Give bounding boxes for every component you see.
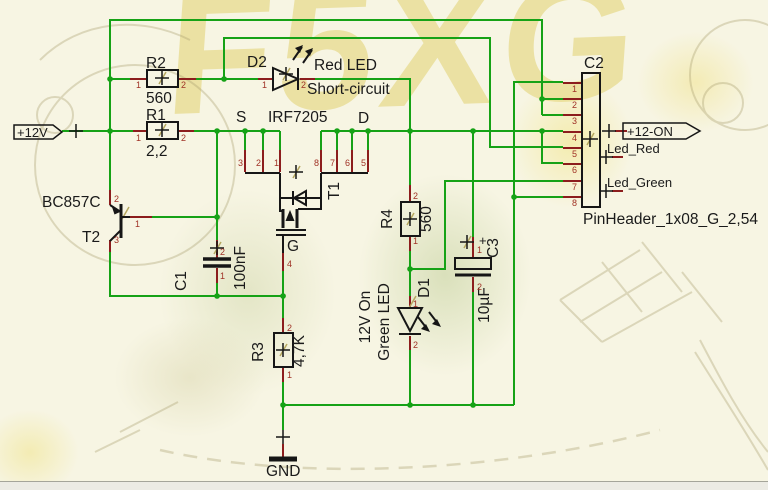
c1-pin-1: 1 bbox=[220, 271, 225, 281]
c2-pin-6: 6 bbox=[572, 165, 577, 175]
net-label-led-red[interactable]: Led_Red bbox=[599, 141, 660, 164]
power-flag-12v[interactable]: +12V bbox=[13, 124, 83, 140]
c2-pin-4: 4 bbox=[572, 133, 577, 143]
r2-name: R2 bbox=[146, 55, 166, 72]
t1-pin-6: 6 bbox=[345, 158, 350, 168]
gnd-label: GND bbox=[266, 463, 300, 480]
resistor-r2[interactable]: R2 560 1 2 bbox=[136, 55, 186, 107]
transistor-t2[interactable]: BC857C T2 2 1 3 bbox=[42, 194, 140, 246]
c2-pin-7: 7 bbox=[572, 182, 577, 192]
t2-pin-emitter: 2 bbox=[114, 194, 119, 204]
d1-pin-1: 1 bbox=[413, 299, 418, 309]
r2-pin-1: 1 bbox=[136, 80, 141, 90]
c2-pin-2: 2 bbox=[572, 100, 577, 110]
t2-pin-base: 1 bbox=[135, 219, 140, 229]
capacitor-c3[interactable]: + C3 10µF 1 2 bbox=[454, 233, 502, 323]
r1-pin-2: 2 bbox=[181, 133, 186, 143]
c3-pin-2: 2 bbox=[477, 282, 482, 292]
led-green-label: Led_Green bbox=[607, 175, 672, 190]
c3-pin-1: 1 bbox=[477, 245, 482, 255]
d2-desc-1: Red LED bbox=[314, 57, 377, 74]
r2-pin-2: 2 bbox=[181, 80, 186, 90]
c2-pin-3: 3 bbox=[572, 116, 577, 126]
t1-gate-label: G bbox=[287, 238, 299, 255]
d2-pin-1: 1 bbox=[262, 80, 267, 90]
net-12on-label: +12-ON bbox=[627, 124, 673, 139]
resistor-r3[interactable]: R3 4,7K 2 1 bbox=[250, 323, 308, 380]
r3-name: R3 bbox=[250, 342, 267, 362]
junction-dots bbox=[107, 76, 545, 408]
t1-drain-label: D bbox=[358, 110, 369, 127]
led-d2[interactable]: D2 Red LED Short-circuit 1 2 bbox=[247, 45, 390, 98]
t1-pin-8: 8 bbox=[314, 158, 319, 168]
d2-desc-2: Short-circuit bbox=[307, 81, 390, 98]
t1-part: IRF7205 bbox=[268, 109, 327, 126]
d1-desc-1: 12V On bbox=[357, 291, 374, 344]
t1-source-label: S bbox=[236, 109, 246, 126]
t1-pin-7: 7 bbox=[330, 158, 335, 168]
mosfet-t1[interactable]: S IRF7205 D G T1 3 2 1 8 7 6 5 4 bbox=[236, 109, 369, 269]
c1-name: C1 bbox=[173, 271, 190, 291]
t2-pin-collector: 3 bbox=[114, 235, 119, 245]
c1-value: 100nF bbox=[232, 246, 249, 290]
led-red-label: Led_Red bbox=[607, 141, 660, 156]
d1-name: D1 bbox=[416, 278, 433, 298]
power-flag-label: +12V bbox=[17, 125, 48, 140]
resistor-r1[interactable]: R1 2,2 1 2 bbox=[136, 107, 186, 160]
c3-value: 10µF bbox=[476, 287, 493, 323]
c2-name: C2 bbox=[584, 55, 604, 72]
r1-value: 2,2 bbox=[146, 143, 168, 160]
r4-name: R4 bbox=[379, 209, 396, 229]
c2-pin-8: 8 bbox=[572, 198, 577, 208]
c1-pin-2: 2 bbox=[220, 247, 225, 257]
led-d1[interactable]: D1 12V On Green LED 1 2 bbox=[357, 278, 441, 361]
window-bottom-edge bbox=[0, 481, 768, 490]
t2-part: BC857C bbox=[42, 194, 101, 211]
gnd-symbol[interactable]: GND bbox=[266, 430, 300, 480]
connector-c2[interactable]: C2 PinHeader_1x08_G_2,54 1 2 3 4 5 6 7 8 bbox=[572, 55, 758, 228]
t1-pin-2: 2 bbox=[256, 158, 261, 168]
d2-pin-2: 2 bbox=[301, 80, 306, 90]
r1-pin-1: 1 bbox=[136, 133, 141, 143]
r1-name: R1 bbox=[146, 107, 166, 124]
resistor-r4[interactable]: R4 560 2 1 bbox=[379, 191, 435, 246]
r4-value: 560 bbox=[418, 206, 435, 232]
t1-pin-3: 3 bbox=[238, 158, 243, 168]
r3-value: 4,7K bbox=[291, 334, 308, 367]
net-label-led-green[interactable]: Led_Green bbox=[599, 175, 672, 198]
t1-pin-5: 5 bbox=[361, 158, 366, 168]
r4-pin-2: 2 bbox=[413, 191, 418, 201]
d1-desc-2: Green LED bbox=[376, 283, 393, 361]
capacitor-c1[interactable]: C1 100nF 2 1 bbox=[173, 241, 249, 291]
c2-pin-5: 5 bbox=[572, 149, 577, 159]
r3-pin-2: 2 bbox=[287, 323, 292, 333]
d2-name: D2 bbox=[247, 54, 267, 71]
r3-pin-1: 1 bbox=[287, 370, 292, 380]
r2-value: 560 bbox=[146, 90, 172, 107]
t2-name: T2 bbox=[82, 229, 100, 246]
t1-name: T1 bbox=[326, 182, 343, 200]
c2-footprint: PinHeader_1x08_G_2,54 bbox=[583, 211, 758, 228]
c3-name: C3 bbox=[485, 238, 502, 258]
t1-pin-1: 1 bbox=[274, 158, 279, 168]
t1-pin-4: 4 bbox=[287, 259, 292, 269]
c2-pin-1: 1 bbox=[572, 84, 577, 94]
d1-pin-2: 2 bbox=[413, 340, 418, 350]
r4-pin-1: 1 bbox=[413, 236, 418, 246]
